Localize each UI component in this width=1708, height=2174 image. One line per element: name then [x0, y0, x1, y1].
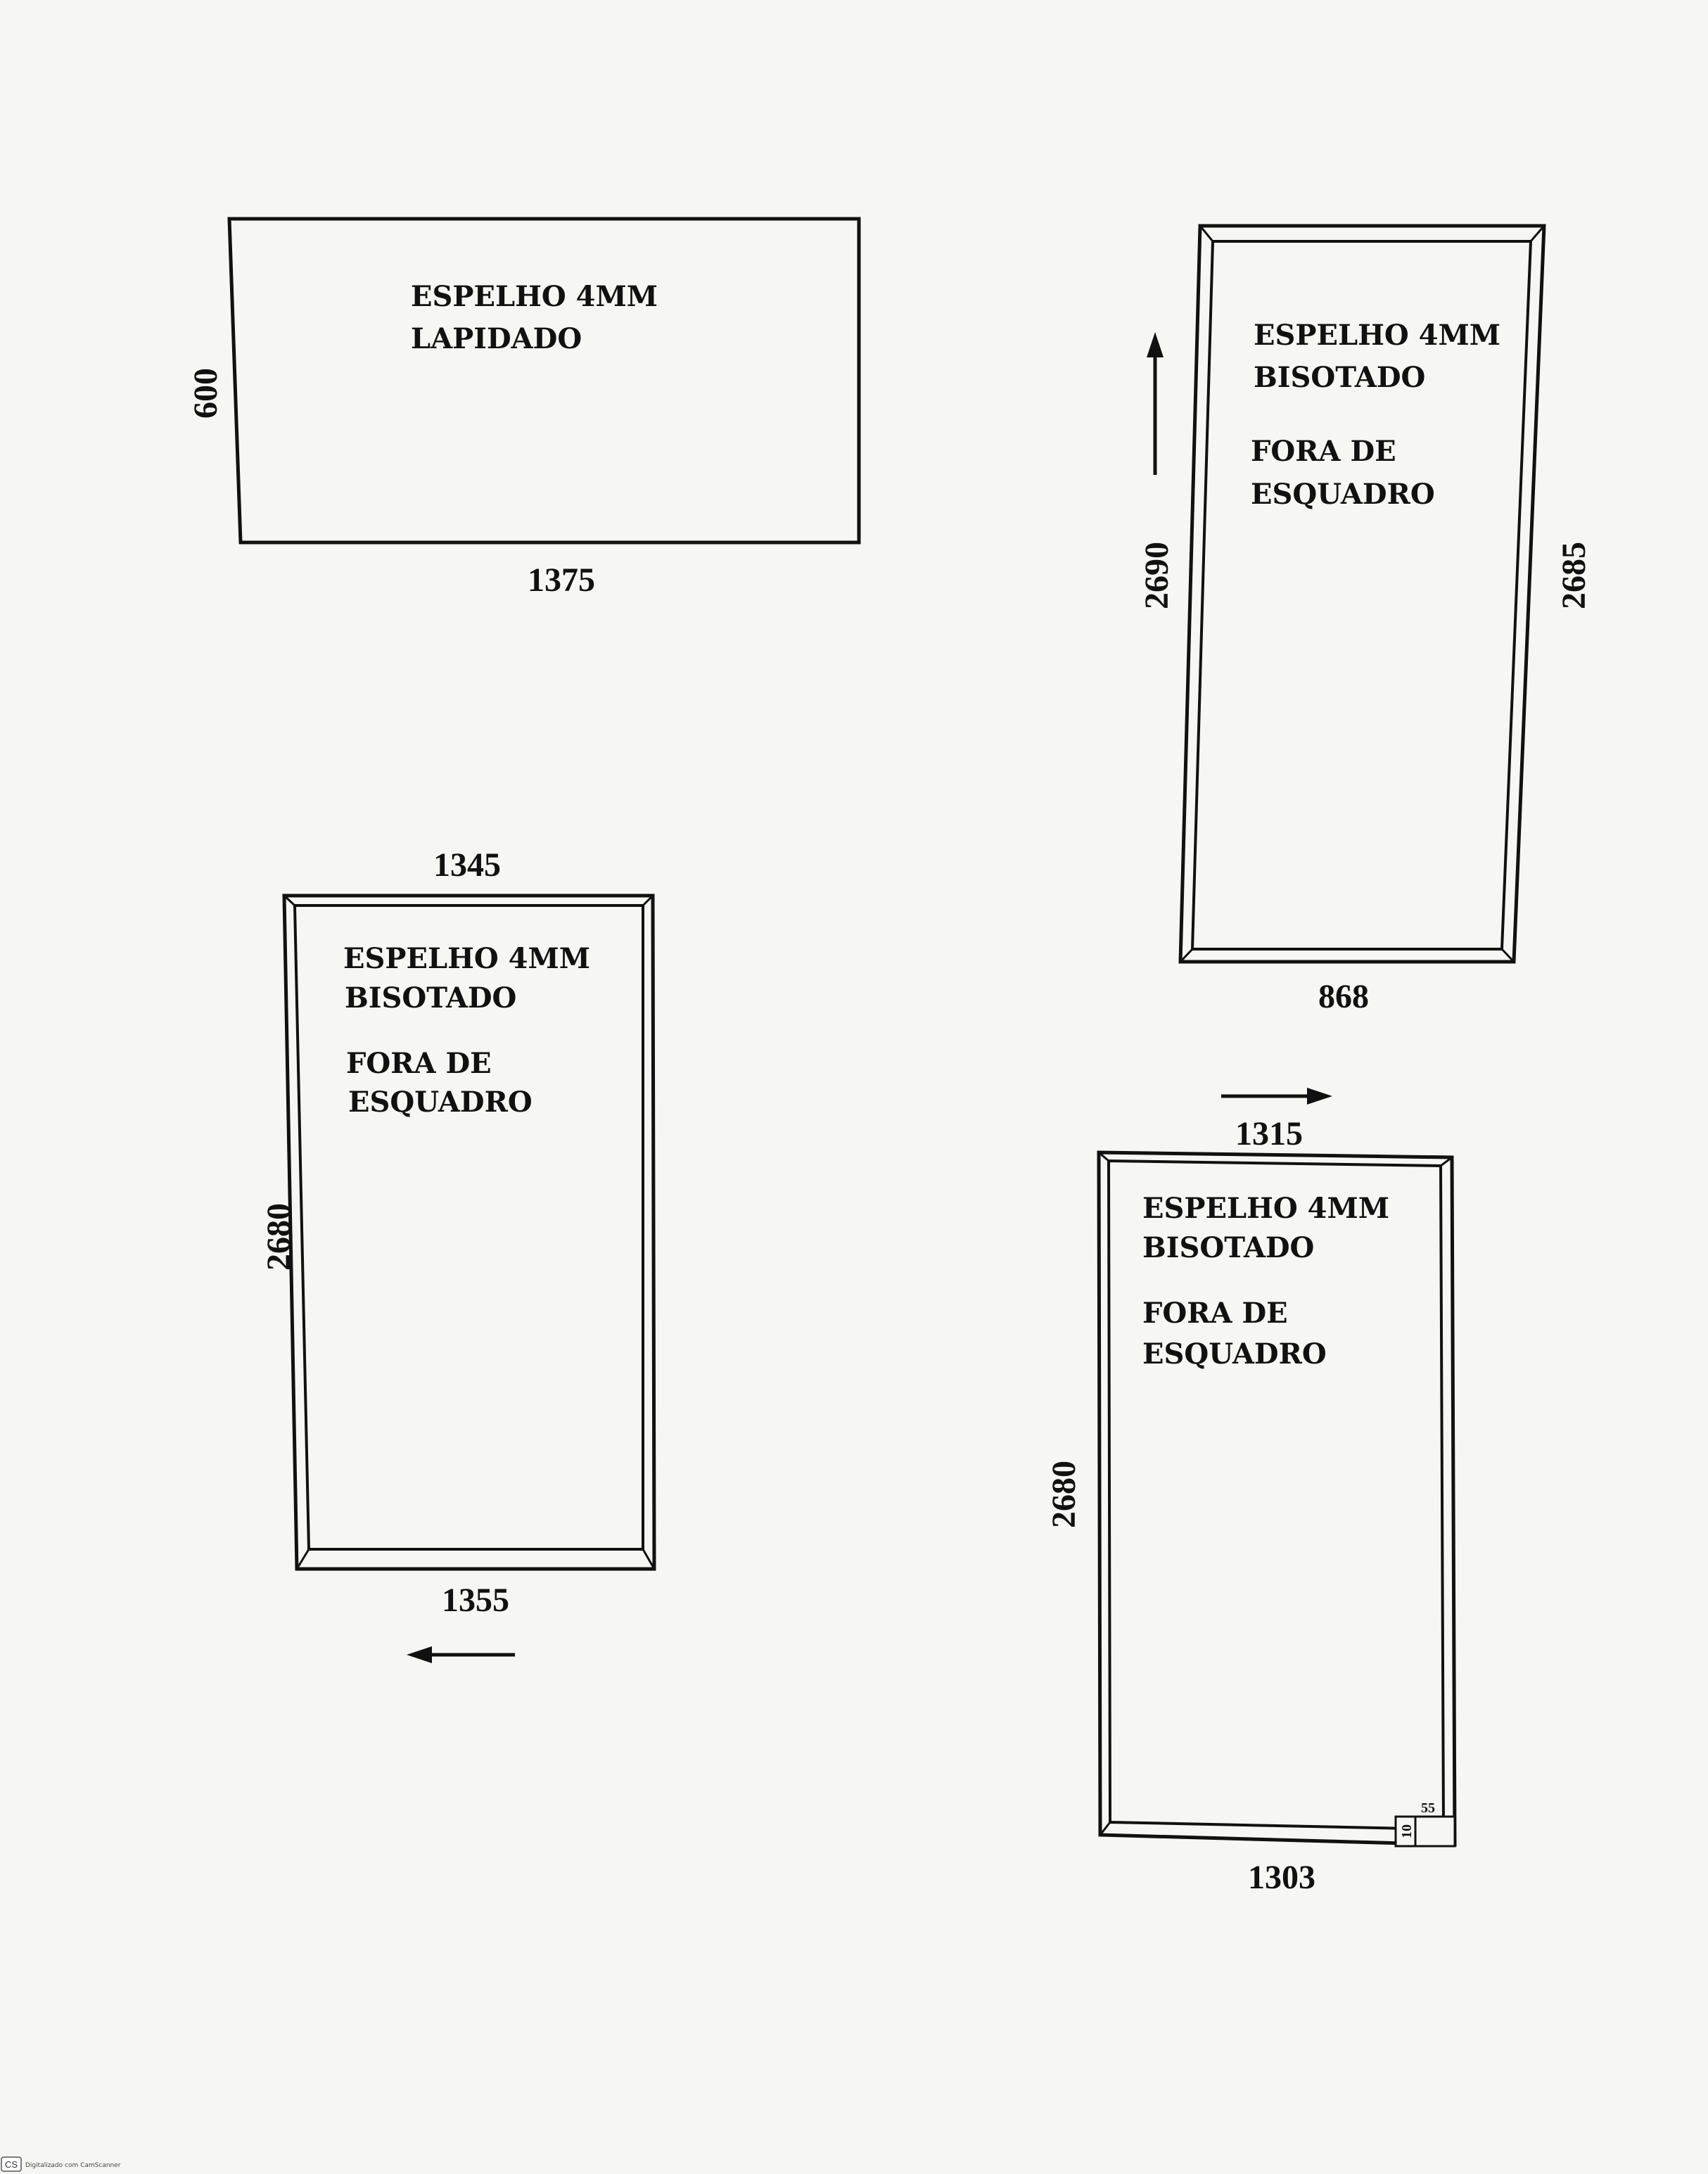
dimension-height: 600: [187, 368, 224, 419]
panel-bottom-right: 1315 55 10 ESPELHO 4MM BISOTADO FORA DE …: [1045, 1088, 1457, 1896]
panel-note-line2: LAPIDADO: [411, 322, 582, 355]
arrow-left-icon: [407, 1646, 515, 1663]
dimension-width: 1375: [528, 561, 595, 599]
mirror-outline: [227, 217, 861, 545]
arrow-right-icon: [1221, 1088, 1332, 1105]
bevel-corner: [283, 894, 296, 907]
bevel-corner: [1529, 225, 1546, 242]
dimension-right-height: 2685: [1555, 542, 1593, 609]
dimension-left-height: 2690: [1138, 542, 1175, 609]
dimension-left-height: 2680: [260, 1203, 298, 1271]
panel-top-left: ESPELHO 4MM LAPIDADO 600 1375: [187, 217, 861, 599]
notch-height-label: 10: [1399, 1824, 1415, 1838]
dimension-top-width: 1315: [1235, 1115, 1303, 1152]
panel-note-line2: BISOTADO: [1254, 361, 1425, 394]
bevel-corner: [1199, 225, 1214, 242]
bevel-corner: [1440, 1156, 1453, 1167]
corner-notch: 55 10: [1394, 1800, 1456, 1848]
panel-note-line4: ESQUADRO: [1142, 1337, 1327, 1371]
bevel-corner: [642, 1549, 656, 1570]
dimension-top-width: 1345: [433, 846, 501, 884]
panel-bottom-left: 1345 ESPELHO 4MM BISOTADO FORA DE ESQUAD…: [260, 846, 656, 1663]
bevel-corner: [1099, 1822, 1111, 1836]
dimension-bottom-width: 1355: [442, 1582, 509, 1619]
panel-note-line3: FORA DE: [1251, 435, 1396, 468]
scanner-watermark: CS Digitalizado com CamScanner: [1, 2156, 121, 2172]
panel-note-line4: ESQUADRO: [1251, 478, 1435, 511]
dimension-bottom-width: 1303: [1248, 1859, 1315, 1896]
panel-note-line1: ESPELHO 4MM: [1254, 319, 1500, 352]
panel-note-line2: BISOTADO: [345, 981, 516, 1015]
panel-note-line3: FORA DE: [1142, 1297, 1288, 1330]
panel-note-line4: ESQUADRO: [348, 1086, 533, 1119]
dimension-bottom-width: 868: [1318, 978, 1369, 1015]
bevel-corner: [1179, 948, 1194, 963]
bevel-corner: [1098, 1151, 1109, 1162]
panel-note-line1: ESPELHO 4MM: [1142, 1192, 1389, 1225]
panel-top-right: ESPELHO 4MM BISOTADO FORA DE ESQUADRO 26…: [1138, 224, 1593, 1015]
camscanner-badge: CS: [5, 2159, 18, 2170]
panel-note-line1: ESPELHO 4MM: [411, 280, 658, 313]
camscanner-logo-icon: [1, 2156, 22, 2172]
arrow-up-icon: [1147, 332, 1164, 475]
bevel-corner: [642, 894, 654, 907]
bevel-corner: [295, 1549, 310, 1570]
notch-width-label: 55: [1421, 1800, 1435, 1816]
panel-note-line3: FORA DE: [346, 1047, 492, 1080]
dimension-left-height: 2680: [1045, 1461, 1083, 1528]
panel-note-line2: BISOTADO: [1142, 1231, 1314, 1264]
scanner-text: Digitalizado com CamScanner: [25, 2162, 121, 2169]
panel-note-line1: ESPELHO 4MM: [343, 942, 590, 975]
bevel-corner: [1500, 948, 1515, 963]
